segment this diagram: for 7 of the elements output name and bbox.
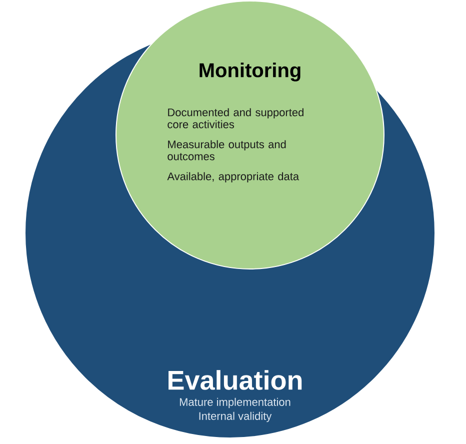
- circle-heading: Monitoring: [200, 62, 300, 82]
- item-text: Mature implementation: [180, 398, 290, 408]
- item-text: Internal validity: [199, 412, 272, 422]
- item-text: Documented and supported core activities: [168, 108, 304, 128]
- item-text: Available, appropriate data: [167, 172, 300, 182]
- circle-heading: Evaluation: [168, 370, 302, 390]
- item-text: Measurable outputs and outcomes: [168, 140, 286, 160]
